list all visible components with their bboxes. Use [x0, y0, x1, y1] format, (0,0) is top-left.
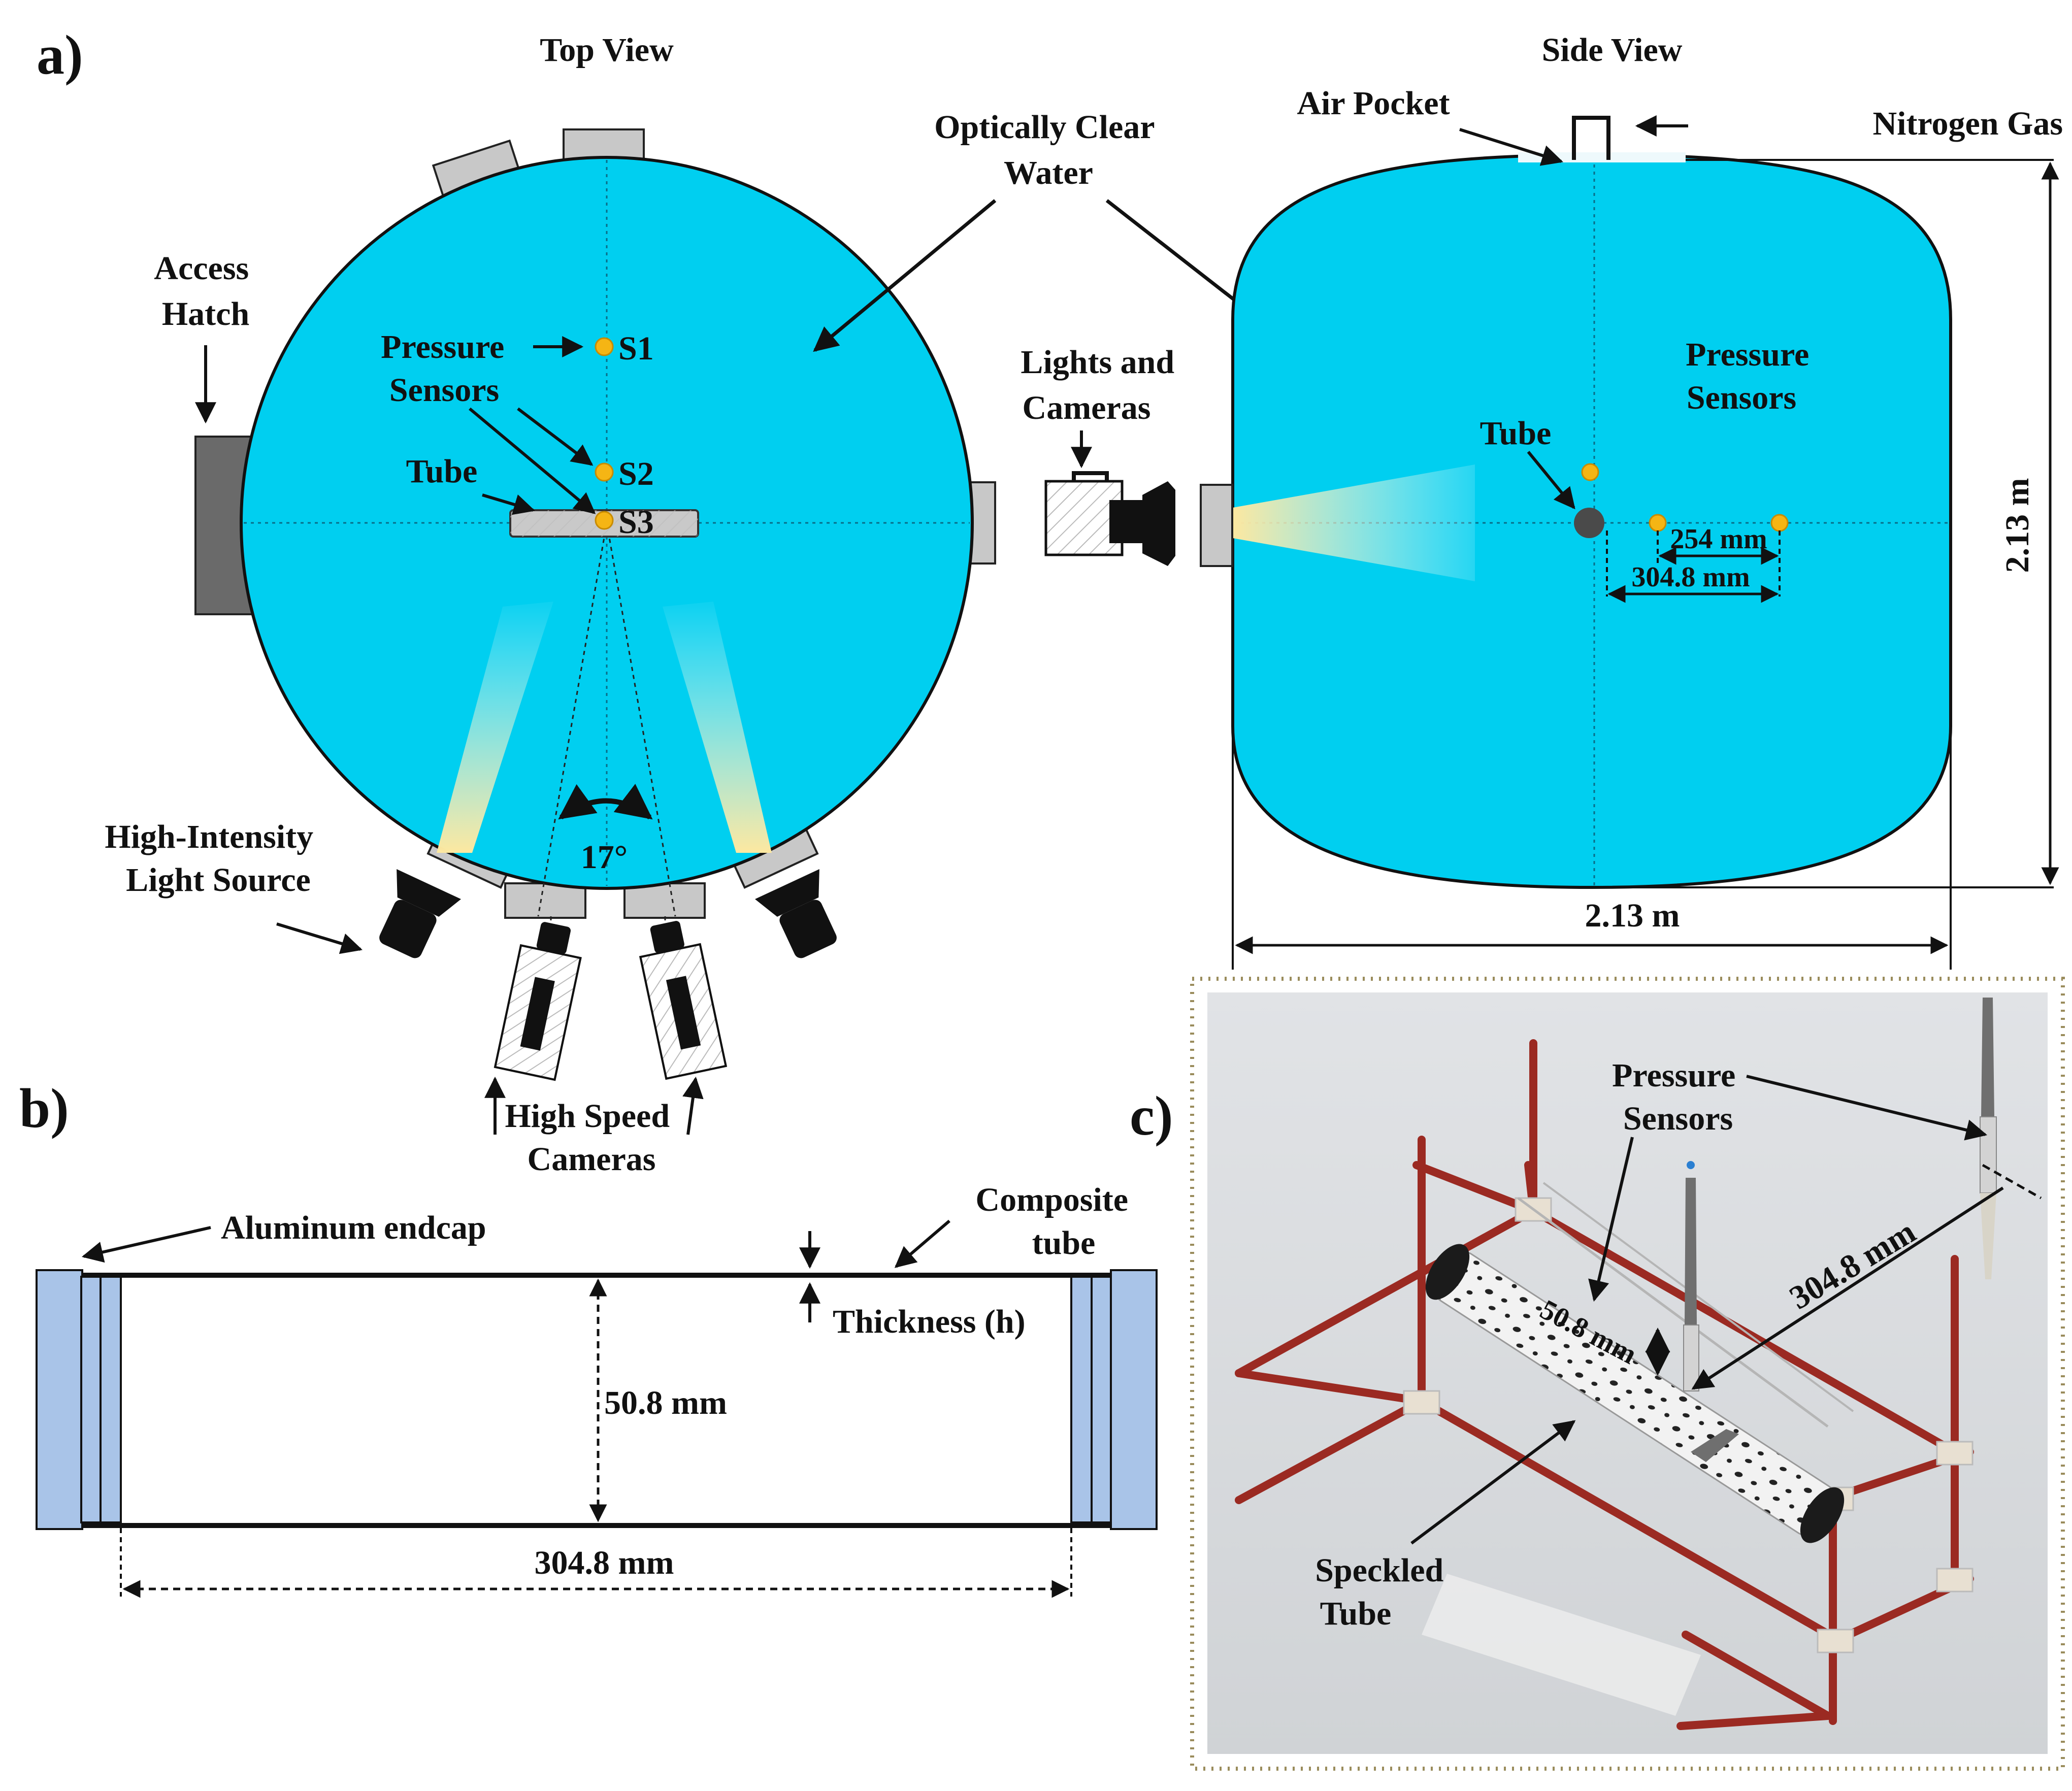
lights-cameras-label: Lights and Cameras	[1021, 344, 1182, 426]
pressure-sensor	[1649, 514, 1667, 532]
nitrogen-inlet-pipe	[1572, 116, 1610, 160]
endcap-left	[36, 1269, 83, 1530]
lights-and-cameras-unit	[1044, 471, 1175, 566]
dim-304-label: 304.8 mm	[1631, 561, 1750, 593]
side-tube-arrow	[1527, 451, 1575, 510]
panel-c-sensor-arrow	[1746, 1075, 1988, 1141]
pressure-sensor	[1770, 514, 1789, 532]
tube-arrow	[482, 493, 536, 515]
frame-joint	[1936, 1441, 1974, 1466]
side-view-title: Side View	[1542, 31, 1683, 69]
sensor-s3	[595, 511, 614, 530]
aluminum-endcap-label: Aluminum endcap	[221, 1209, 486, 1246]
pressure-sensors-label: Pressure Sensors	[381, 328, 513, 409]
tube-label: Tube	[406, 453, 478, 490]
panel-c-render: Pressure Sensors 304.8 mm 50.8 mm Speckl…	[1190, 977, 2065, 1771]
height-dim-label: 2.13 m	[1999, 478, 2036, 573]
endcap-right	[1110, 1269, 1158, 1530]
pressure-sensor-probe	[1685, 1178, 1697, 1325]
top-view: Top View S1 S2 S3 Access	[105, 31, 996, 1178]
high-speed-camera	[494, 922, 582, 1081]
side-tube-label: Tube	[1480, 415, 1552, 452]
light-source	[379, 869, 462, 958]
pressure-sensors-arrow	[469, 407, 596, 514]
camera-sight-line	[606, 522, 676, 917]
port-window	[623, 882, 706, 919]
camera-sight-line	[537, 522, 608, 917]
cameras-label: High Speed Cameras	[505, 1098, 678, 1178]
access-hatch-label: Access Hatch	[154, 250, 257, 333]
pressure-sensor-probe	[1691, 1429, 1739, 1462]
high-speed-camera	[639, 921, 728, 1080]
composite-tube-label: Composite tube	[975, 1181, 1136, 1262]
length-label: 304.8 mm	[535, 1544, 674, 1581]
water-arrow	[813, 199, 997, 352]
endcap-right	[1091, 1276, 1112, 1523]
light-beam	[437, 602, 553, 853]
pressure-sensor-probe	[1683, 1324, 1699, 1391]
sensor-s1	[595, 337, 614, 356]
light-source	[754, 869, 837, 958]
pressure-sensor-probe	[1980, 1116, 1997, 1193]
panel-c-border	[1190, 977, 2065, 1771]
endcap-left	[80, 1276, 102, 1523]
panel-label-b: b)	[19, 1077, 69, 1139]
dim-254-label: 254 mm	[1670, 523, 1767, 555]
pressure-sensor-probe	[1981, 998, 1994, 1117]
air-pocket	[1518, 152, 1686, 162]
light-beam	[1233, 465, 1475, 581]
panel-label-c: c)	[1130, 1085, 1173, 1147]
endcap-right	[1070, 1276, 1093, 1523]
cameras-arrow	[682, 1076, 704, 1135]
pressure-sensors-arrow	[517, 407, 594, 466]
panel-label-a: a)	[37, 24, 83, 86]
sensor-wire	[1517, 1197, 1829, 1428]
light-source-label: High-Intensity Light Source	[105, 818, 321, 899]
optically-clear-water-label: Optically Clear Water	[934, 109, 1163, 191]
sensor-s2-label: S2	[618, 455, 654, 492]
sensor-s1-label: S1	[618, 330, 654, 367]
pressure-sensor-probe	[1980, 1193, 1996, 1279]
panel-c-304-arrow	[1691, 1186, 2004, 1390]
top-view-title: Top View	[540, 31, 674, 69]
light-source-arrow	[276, 922, 363, 954]
sensor-s3-label: S3	[618, 504, 654, 541]
tube-cross-section	[1574, 508, 1604, 538]
thickness-label: Thickness (h)	[833, 1303, 1026, 1340]
speckled-tube-label: Speckled Tube	[1315, 1552, 1452, 1632]
sensor-s2	[595, 462, 614, 482]
port-window	[1200, 484, 1233, 567]
panel-c-pressure-sensors-label: Pressure Sensors	[1612, 1057, 1744, 1137]
angle-arc	[558, 783, 653, 820]
frame-joint	[1403, 1390, 1440, 1415]
side-pressure-sensors-label: Pressure Sensors	[1686, 336, 1818, 416]
sensor-wire	[1542, 1182, 1854, 1412]
composite-tube-arrow	[894, 1219, 950, 1268]
panel-c-dim-line	[1982, 1164, 2042, 1200]
diameter-label: 50.8 mm	[604, 1384, 727, 1421]
port-window	[504, 882, 586, 919]
light-beam	[663, 602, 772, 853]
side-view: Side View Air Pocket Nitrogen Gas Inlet …	[1021, 31, 2072, 970]
endcap-left	[100, 1276, 122, 1523]
nitrogen-inlet-label: Nitrogen Gas Inlet	[1872, 105, 2072, 142]
aluminum-endcap-arrow	[81, 1226, 211, 1263]
panel-c-sensor-arrow	[1588, 1137, 1634, 1302]
air-pocket-arrow	[1459, 128, 1564, 166]
width-dim-label: 2.13 m	[1585, 897, 1680, 934]
pressure-sensor	[1581, 463, 1599, 481]
panel-b-tube-schematic: Aluminum endcap Composite tube Thickness…	[36, 1181, 1158, 1598]
pressure-sensor-tip	[1687, 1161, 1695, 1169]
frame-joint	[1936, 1568, 1974, 1593]
tube-reflection	[1422, 1574, 1701, 1716]
air-pocket-label: Air Pocket	[1297, 85, 1450, 122]
frame-joint	[1817, 1629, 1854, 1653]
speckled-tube-arrow	[1410, 1420, 1576, 1545]
angle-label: 17°	[581, 839, 628, 876]
